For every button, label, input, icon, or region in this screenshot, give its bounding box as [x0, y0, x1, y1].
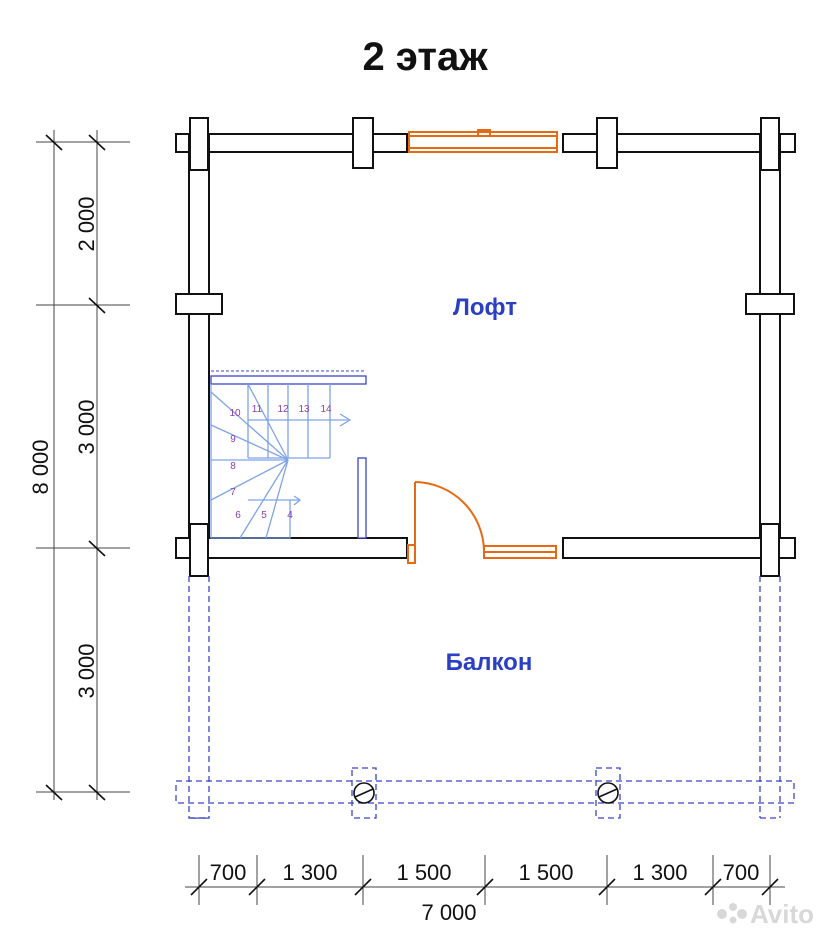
bottom-wall-right [562, 537, 796, 559]
step-number: 13 [298, 404, 310, 415]
room-label-loft: Лофт [453, 294, 517, 321]
step-number: 8 [230, 461, 236, 472]
stair-step-numbers: 4 5 6 7 8 9 10 11 12 13 14 [229, 404, 332, 521]
left-wall [188, 133, 210, 557]
bottom-wall-left [175, 537, 408, 559]
watermark-text: Avito [750, 899, 814, 929]
room-label-balcony: Балкон [446, 649, 533, 676]
avito-watermark: Avito [717, 899, 814, 929]
top-window [408, 129, 558, 153]
log-joints [175, 117, 795, 577]
step-number: 7 [230, 487, 236, 498]
step-number: 12 [277, 404, 289, 415]
step-number: 5 [261, 510, 267, 521]
dimension-bottom-6: 700 [723, 860, 760, 885]
step-number: 6 [235, 510, 241, 521]
step-number: 14 [320, 404, 332, 415]
balcony-posts [353, 782, 619, 804]
step-number: 9 [230, 434, 236, 445]
right-wall [759, 133, 781, 557]
dimension-left-3: 3 000 [74, 643, 99, 698]
log-walls [175, 133, 796, 559]
balcony-door [407, 481, 557, 564]
step-number: 10 [229, 408, 241, 419]
dimension-bottom-total: 7 000 [421, 900, 476, 925]
dimension-left-1: 2 000 [74, 196, 99, 251]
top-wall-right [562, 133, 796, 153]
page-title: 2 этаж [362, 35, 488, 79]
dimension-bottom-3: 1 500 [396, 860, 451, 885]
dimension-bottom-2: 1 300 [282, 860, 337, 885]
dimension-left-total: 8 000 [28, 439, 53, 494]
step-number: 4 [287, 510, 293, 521]
left-dimension-chain [36, 130, 130, 801]
dimension-bottom-4: 1 500 [518, 860, 573, 885]
dimension-left-2: 3 000 [74, 399, 99, 454]
staircase [210, 370, 367, 539]
step-number: 11 [252, 404, 263, 415]
bottom-dimension-chain [185, 855, 785, 905]
dimension-bottom-5: 1 300 [632, 860, 687, 885]
balcony-outline [175, 576, 795, 819]
top-wall-left [175, 133, 408, 153]
dimension-bottom-1: 700 [210, 860, 247, 885]
